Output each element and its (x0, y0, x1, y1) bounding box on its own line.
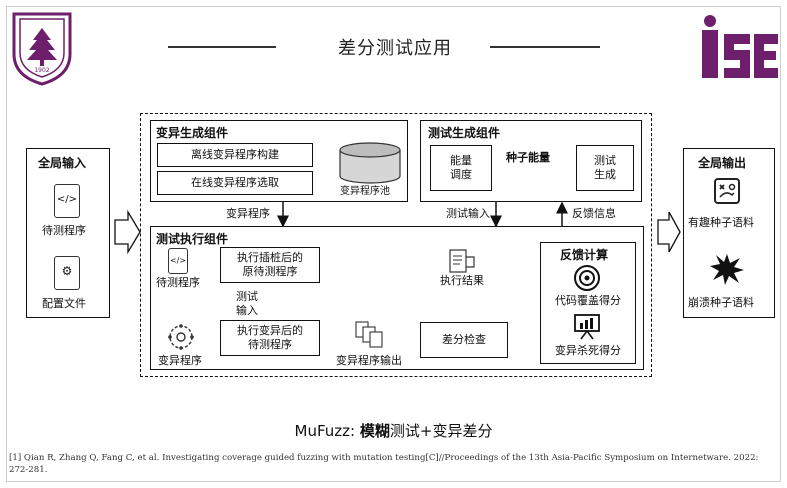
input-block-arrow (114, 209, 141, 255)
caption-rest: 测试+变异差分 (389, 422, 493, 440)
nju-logo-year: 1902 (34, 67, 50, 74)
exec-result-icon (448, 248, 478, 274)
mutants-gear-icon (166, 322, 196, 352)
mutant-output-icon (354, 320, 386, 350)
global-input-title: 全局输入 (38, 156, 87, 170)
energy-schedule-box (430, 145, 492, 191)
mutant-gen-title: 变异生成组件 (156, 126, 229, 140)
mutant-output-label: 变异程序输出 (336, 354, 402, 367)
edge-label-feedback: 反馈信息 (572, 207, 616, 220)
framework-dashed-boundary (140, 113, 652, 377)
feedback-calc-title: 反馈计算 (560, 248, 609, 262)
coverage-score-label: 代码覆盖得分 (555, 294, 621, 307)
edge-label-test-input: 测试输入 (446, 207, 490, 220)
crash-seed-icon (708, 252, 746, 286)
reference-citation: [1] Qian R, Zhang Q, Fang C, et al. Inve… (9, 453, 759, 475)
energy-schedule-label: 能量 调度 (450, 154, 472, 181)
caption-prefix: MuFuzz: (294, 422, 360, 440)
global-output-item-crash: 崩溃种子语料 (688, 296, 754, 309)
online-mutant-select-box (157, 171, 313, 195)
global-output-title: 全局输出 (698, 156, 747, 170)
test-generation-box (576, 145, 634, 191)
kill-score-board-icon (572, 312, 602, 340)
offline-mutant-build-box (157, 143, 313, 167)
seed-energy-label: 种子能量 (506, 151, 550, 164)
test-generation-label: 测试 生成 (594, 154, 616, 181)
title-rule-right (490, 46, 600, 48)
global-input-item-config: 配置文件 (42, 297, 86, 310)
kill-score-label: 变异杀死得分 (555, 344, 621, 357)
caption-bold: 模糊 (359, 422, 390, 440)
mutant-pool-cylinder (338, 141, 402, 185)
global-input-item-program: 待测程序 (42, 224, 86, 237)
run-instrumented-label: 执行插桩后的 原待测程序 (237, 251, 303, 278)
title-rule-left (168, 46, 276, 48)
online-mutant-select-label: 在线变异程序选取 (191, 176, 279, 189)
slide-frame (6, 6, 781, 482)
diff-check-label: 差分检查 (442, 333, 486, 346)
edge-label-test-input-vertical: 测试 输入 (236, 290, 258, 317)
mutant-pool-label: 变异程序池 (340, 186, 390, 197)
global-output-panel (683, 148, 775, 318)
program-under-test-label: 待测程序 (156, 276, 200, 289)
feedback-calc-panel (540, 242, 636, 364)
config-file-icon: ⚙ (54, 256, 80, 290)
offline-mutant-build-label: 离线变异程序构建 (191, 148, 279, 161)
diagram-caption: MuFuzz: 模糊测试+变异差分 (0, 420, 787, 441)
run-instrumented-box (220, 247, 320, 283)
output-block-arrow (657, 211, 681, 253)
test-gen-title: 测试生成组件 (428, 126, 501, 140)
exec-result-label: 执行结果 (440, 274, 484, 287)
run-mutant-label: 执行变异后的 待测程序 (237, 324, 303, 351)
edge-label-mutant-program: 变异程序 (226, 207, 270, 220)
run-mutant-box (220, 320, 320, 356)
code-file-icon: </> (54, 184, 80, 218)
interesting-seed-icon (712, 176, 742, 206)
nju-logo: 1902 (9, 10, 75, 86)
global-output-item-interesting: 有趣种子语料 (688, 216, 754, 229)
coverage-target-icon (573, 264, 601, 292)
ise-logo (698, 14, 782, 80)
page-title: 差分测试应用 (338, 38, 452, 59)
mutants-label: 变异程序 (158, 354, 202, 367)
program-under-test-icon: </> (168, 248, 188, 274)
diff-check-box (420, 322, 508, 358)
test-exec-title: 测试执行组件 (156, 232, 229, 246)
